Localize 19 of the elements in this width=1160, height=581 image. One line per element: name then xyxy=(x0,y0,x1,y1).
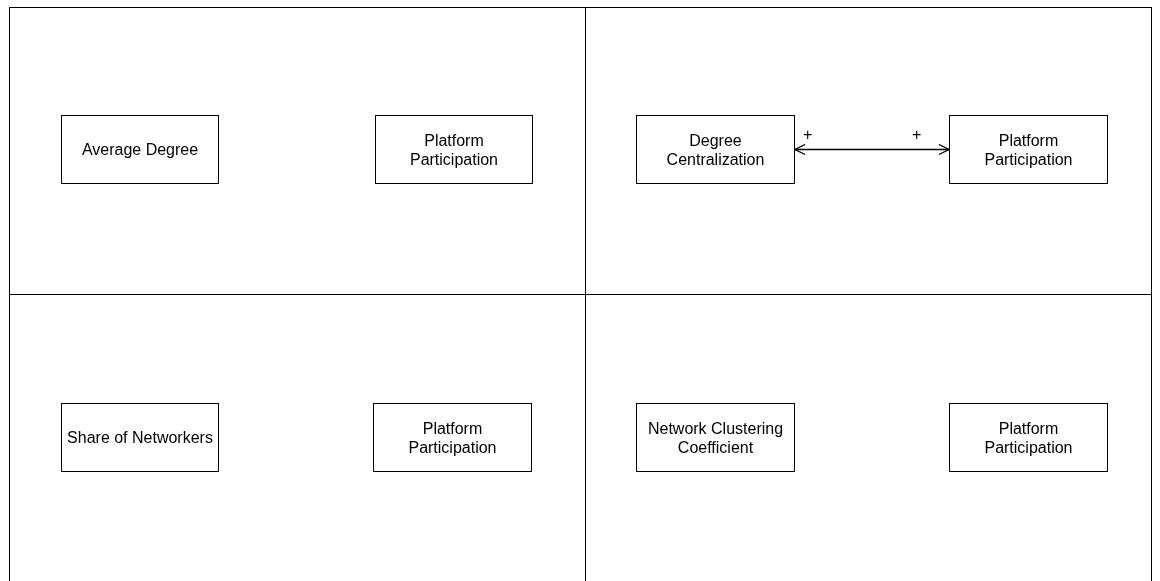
variable-label: Degree Centralization xyxy=(665,130,766,169)
variable-box xyxy=(949,115,1108,184)
variable-label: Platform Participation xyxy=(983,130,1074,169)
sign-label: + xyxy=(912,126,922,144)
variable-box xyxy=(373,403,532,472)
variable-label: Platform Participation xyxy=(408,130,499,169)
variable-box xyxy=(61,403,219,472)
variable-label: Network Clustering Coefficient xyxy=(646,418,785,457)
variable-label: Share of Networkers xyxy=(67,428,213,447)
variable-box xyxy=(636,115,795,184)
variable-box xyxy=(375,115,533,184)
variable-label: Platform Participation xyxy=(983,418,1074,457)
variable-box xyxy=(636,403,795,472)
double-arrow xyxy=(794,143,950,156)
sign-label: + xyxy=(803,126,813,144)
variable-label: Average Degree xyxy=(81,140,199,159)
variable-box xyxy=(949,403,1108,472)
variable-label: Platform Participation xyxy=(407,418,498,457)
variable-box xyxy=(61,115,219,184)
